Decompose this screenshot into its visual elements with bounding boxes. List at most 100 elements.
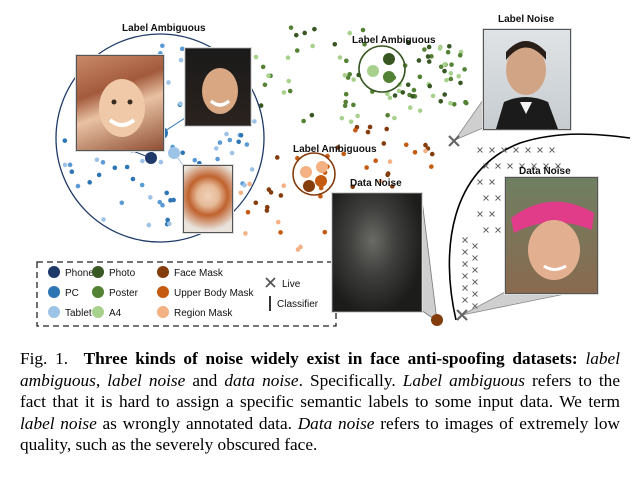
green-sample-dot — [417, 108, 423, 113]
live-x-marker — [507, 163, 513, 169]
green-sample-dot — [448, 71, 454, 76]
caption-and: and — [185, 370, 225, 390]
caption-colon: : — [571, 349, 578, 368]
connector — [161, 117, 186, 134]
face-photo-curly-hair-woman — [183, 165, 233, 233]
blue-sample-dot — [140, 158, 145, 164]
blue-sample-dot — [217, 140, 223, 145]
caption-term-label-noise: label noise — [107, 370, 186, 390]
green-sample-dot — [260, 64, 266, 70]
caption-term-label-ambiguous: label ambiguous — [20, 349, 620, 390]
orange-sample-dot — [322, 229, 328, 235]
live-x-marker — [495, 227, 501, 233]
green-sample-dot — [348, 119, 354, 124]
legend-label: Photo — [109, 268, 136, 279]
green-sample-dot — [448, 100, 453, 106]
orange-sample-dot — [341, 151, 347, 157]
green-sample-dot — [392, 93, 398, 98]
orange-sample-dot — [385, 172, 390, 178]
green-cluster-dot-3 — [383, 71, 395, 83]
live-x-marker — [483, 163, 489, 169]
caption-bold-sentence: Three kinds of noise widely exist in fac… — [83, 349, 572, 368]
blue-sample-dot — [158, 159, 164, 165]
live-x-marker — [472, 255, 478, 261]
live-x-marker — [472, 243, 478, 249]
orange-sample-dot — [243, 231, 248, 236]
orange-sample-dot — [298, 244, 303, 250]
legend-label: Phone — [65, 268, 94, 279]
orange-sample-dot — [278, 193, 284, 198]
green-sample-dot — [286, 78, 292, 84]
caption-text-2: refers to the fact that it is hard to as… — [20, 370, 620, 412]
legend-swatch — [92, 306, 104, 318]
orange-sample-dot — [353, 127, 358, 133]
green-sample-dot — [442, 68, 447, 74]
green-sample-dot — [287, 88, 293, 94]
label-noise-callout — [453, 98, 484, 141]
green-sample-dot — [342, 103, 348, 108]
orange-sample-dot — [335, 145, 341, 150]
label-ambiguous-title-green: Label Ambiguous — [352, 35, 436, 46]
face-photo-data-noise-cap-woman — [505, 177, 598, 294]
green-sample-dot — [351, 77, 356, 82]
orange-sample-dot — [268, 190, 274, 195]
green-sample-dot — [407, 105, 413, 110]
live-x-marker — [472, 303, 478, 309]
green-sample-dot — [392, 115, 397, 121]
fig-label: Fig. 1. — [20, 349, 69, 368]
legend-swatch — [157, 286, 169, 298]
orange-cluster-dot-1 — [316, 161, 328, 173]
green-sample-dot — [405, 40, 411, 45]
legend-swatch — [48, 286, 60, 298]
live-x-marker — [483, 227, 489, 233]
blue-sample-dot — [157, 199, 163, 205]
legend-label: Tablet — [65, 308, 92, 319]
live-x-marker — [477, 211, 483, 217]
blue-sample-dot — [112, 165, 118, 171]
orange-ambiguous-circle — [292, 152, 336, 196]
label-noise-title: Label Noise — [498, 14, 555, 25]
blue-sample-dot — [130, 176, 136, 182]
green-sample-dot — [429, 54, 434, 59]
green-sample-dot — [337, 55, 343, 60]
blue-sample-dot — [100, 160, 106, 165]
green-sample-dot — [427, 83, 433, 89]
blue-sample-dot — [178, 101, 183, 107]
label-noise-marker — [448, 135, 460, 147]
blue-sample-dot — [168, 198, 173, 203]
figure-caption: Fig. 1. Three kinds of noise widely exis… — [20, 348, 620, 456]
orange-sample-dot — [403, 142, 409, 148]
green-sample-dot — [302, 30, 308, 36]
blue-sample-dot — [229, 150, 235, 156]
live-markers — [462, 147, 561, 309]
blue-sample-dot — [160, 202, 165, 208]
orange-cluster-dot-3 — [315, 175, 327, 187]
green-sample-dot — [464, 100, 469, 106]
legend-swatch — [48, 306, 60, 318]
green-sample-dot — [343, 99, 348, 105]
green-sample-dot — [343, 91, 349, 97]
orange-sample-dot — [429, 151, 435, 157]
green-sample-dot — [281, 90, 287, 95]
green-sample-dot — [385, 91, 390, 97]
blue-sample-dot — [160, 43, 165, 49]
live-x-marker — [531, 163, 537, 169]
blue-sample-dot — [67, 162, 73, 168]
green-sample-dot — [438, 64, 444, 70]
data-noise-point — [431, 314, 443, 326]
green-sample-dot — [451, 102, 457, 107]
green-sample-dot — [344, 58, 349, 64]
green-sample-dot — [342, 72, 348, 78]
green-sample-dot — [339, 115, 345, 121]
data-noise-callout-right — [461, 291, 576, 316]
blue-sample-dot — [164, 190, 170, 196]
live-x-marker — [489, 147, 495, 153]
orange-sample-dot — [423, 148, 428, 154]
blue-sample-dot — [178, 57, 184, 63]
green-sample-dot — [457, 52, 463, 58]
green-sample-dot — [442, 62, 448, 67]
orange-sample-dot — [278, 230, 283, 235]
live-x-marker — [472, 291, 478, 297]
live-x-marker — [513, 147, 519, 153]
caption-term-label-ambiguous-2: Label ambiguous — [402, 370, 525, 390]
